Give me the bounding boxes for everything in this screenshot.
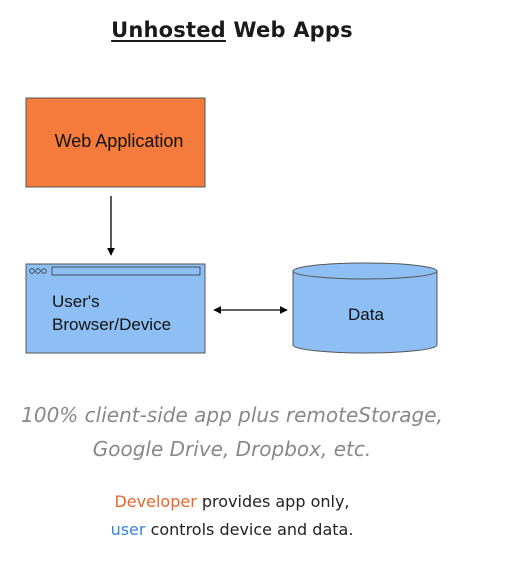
web-application-box: Web Application xyxy=(25,97,206,188)
footnote-line2-rest: controls device and data. xyxy=(145,520,354,539)
window-dot-icon xyxy=(29,268,35,274)
subtitle-line2: Google Drive, Dropbox, etc. xyxy=(92,437,372,461)
user-word: user xyxy=(110,520,146,539)
footnote-line2: user controls device and data. xyxy=(0,516,464,544)
page-title: Unhosted Web Apps xyxy=(0,18,464,42)
browser-device-box: User's Browser/Device xyxy=(25,263,206,354)
window-dot-icon xyxy=(41,268,47,274)
footnote: Developer provides app only, user contro… xyxy=(0,488,464,544)
window-dot-icon xyxy=(35,268,41,274)
footnote-line1-rest: provides app only, xyxy=(196,492,350,511)
browser-label-line1: User's xyxy=(52,292,100,311)
footnote-line1: Developer provides app only, xyxy=(0,488,464,516)
data-label: Data xyxy=(348,305,384,324)
address-bar xyxy=(51,266,201,276)
web-application-label: Web Application xyxy=(55,131,184,151)
developer-word: Developer xyxy=(114,492,197,511)
architecture-diagram: Web Application User's Browser/Device Da… xyxy=(25,97,438,354)
browser-label-line2: Browser/Device xyxy=(52,315,171,334)
subtitle-line1: 100% client-side app plus remoteStorage, xyxy=(21,403,443,427)
data-cylinder: Data xyxy=(292,262,438,354)
title-underlined: Unhosted xyxy=(111,18,226,42)
subtitle: 100% client-side app plus remoteStorage,… xyxy=(0,398,464,466)
title-rest: Web Apps xyxy=(225,18,353,42)
